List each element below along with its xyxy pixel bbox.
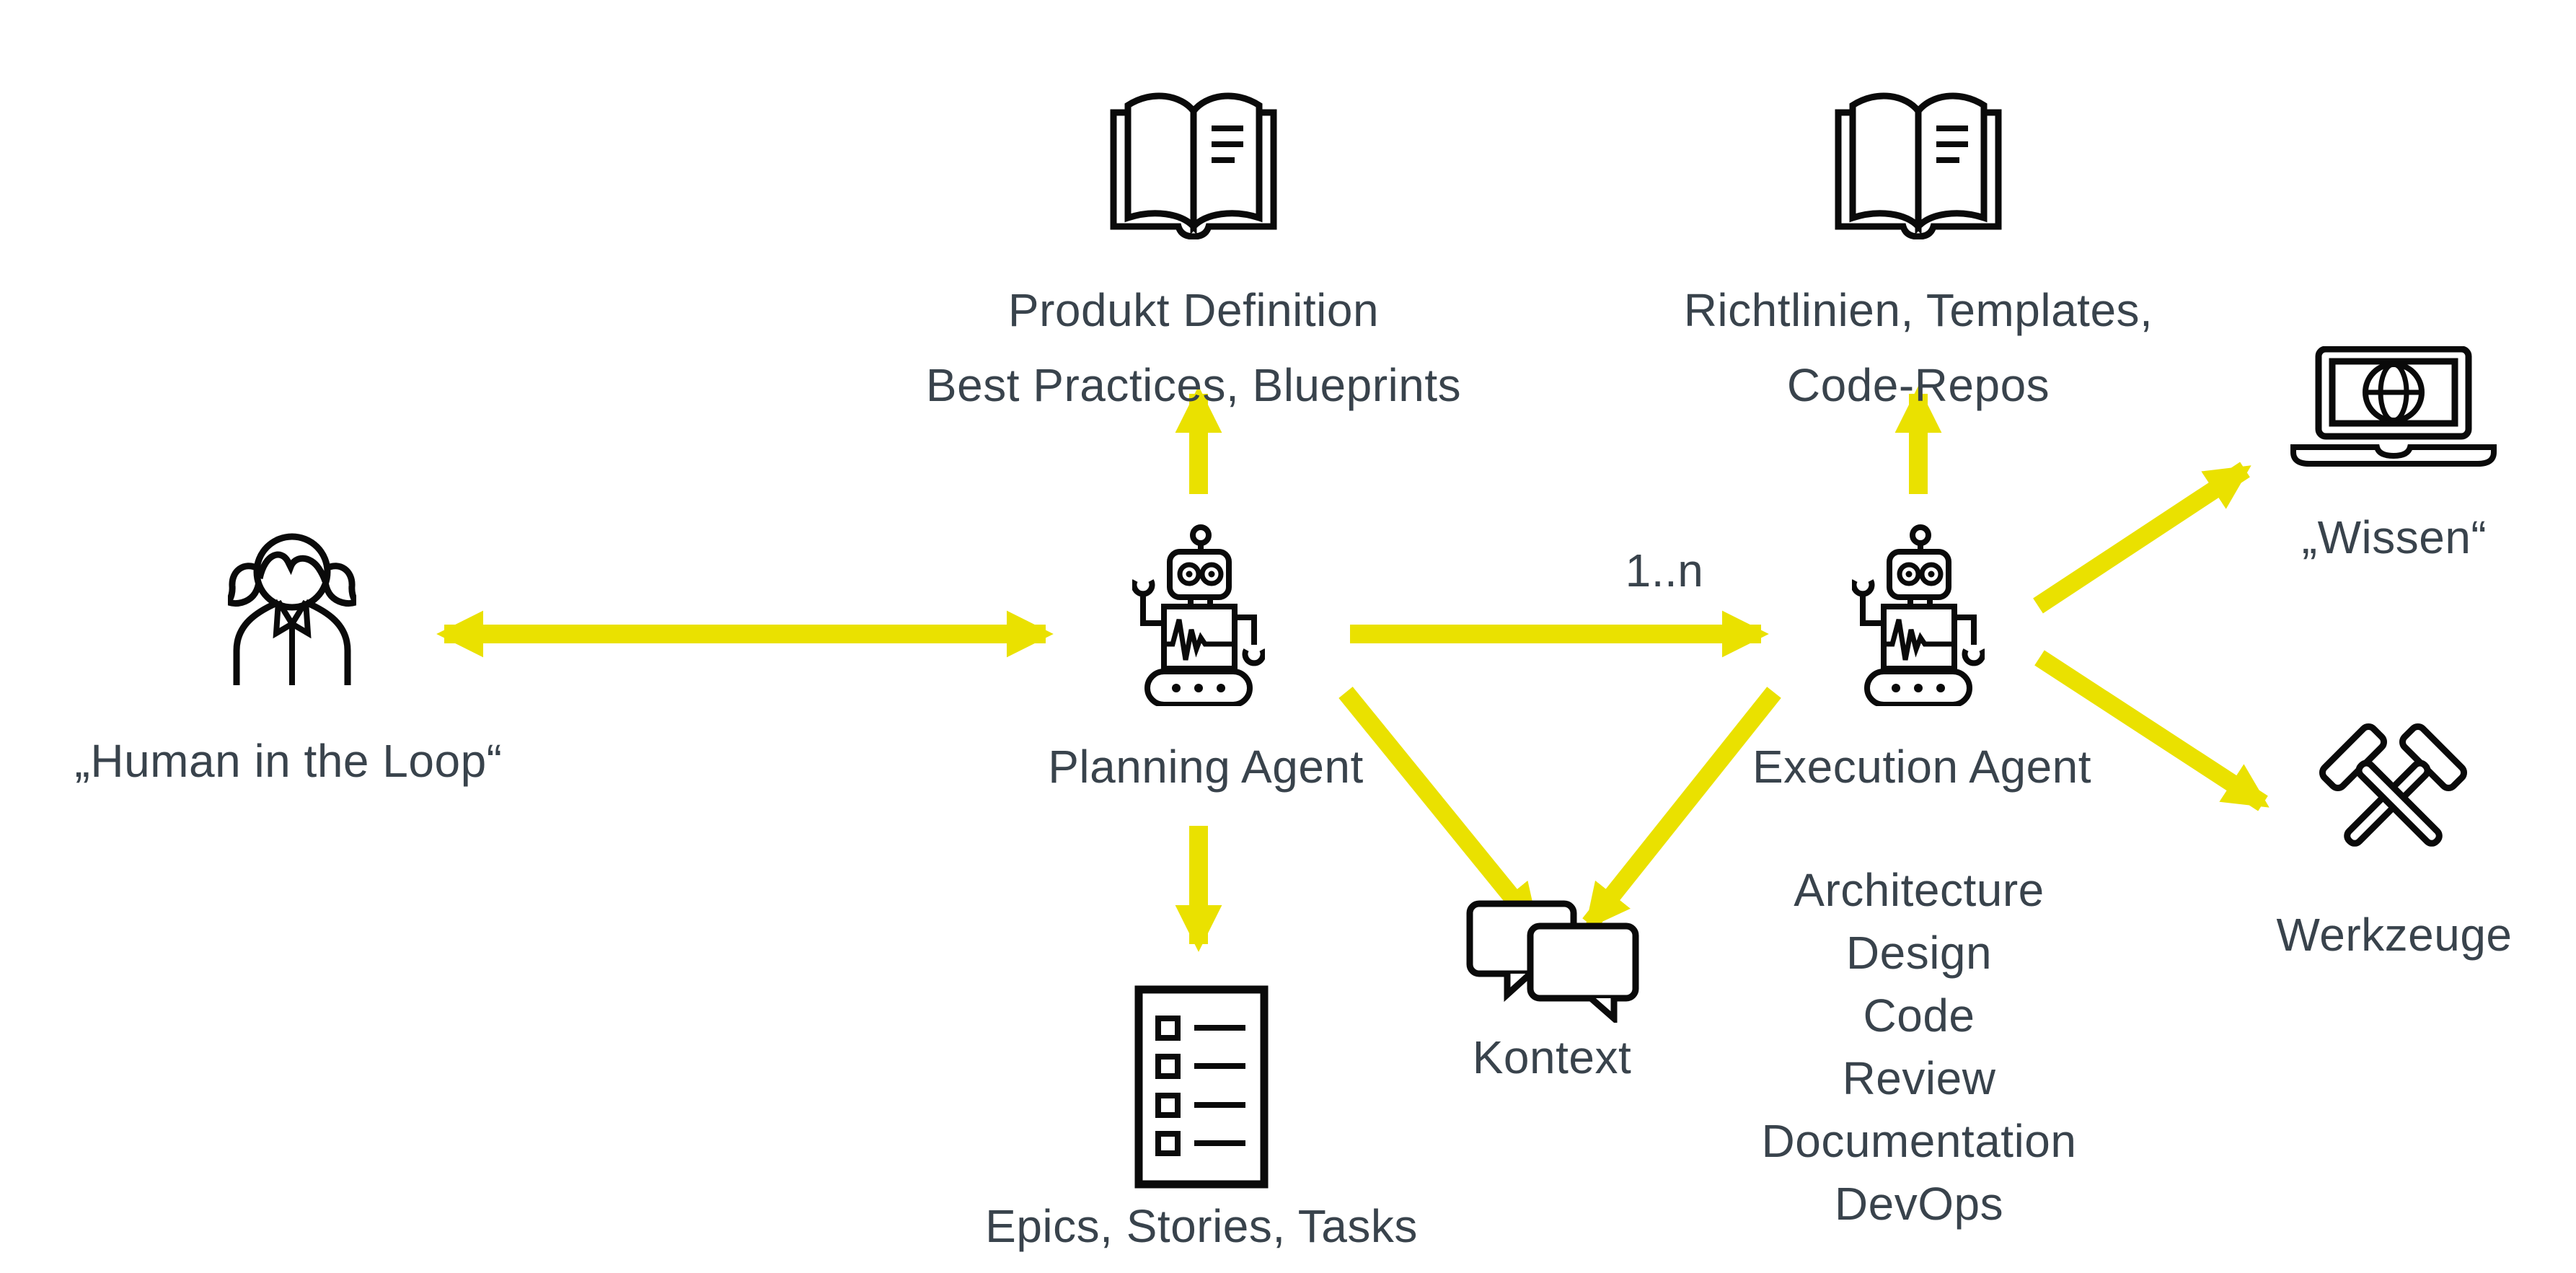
richtlinien-label: Richtlinien, Templates, Code-Repos (1683, 284, 2153, 411)
product-definition-label: Produkt Definition Best Practices, Bluep… (925, 284, 1462, 411)
arrow-planning-kontext (1338, 687, 1541, 930)
open-book-icon (1835, 92, 2002, 239)
planning-agent-label: Planning Agent (1048, 741, 1364, 793)
open-book-icon (1110, 92, 1277, 239)
multiplicity-label: 1..n (1625, 545, 1704, 596)
kontext-label: Kontext (1472, 1031, 1632, 1083)
arrow-execution-kontext (1582, 687, 1781, 930)
laptop-globe-icon (2290, 346, 2497, 467)
checklist-icon (1134, 985, 1269, 1189)
robot-icon (1132, 524, 1265, 706)
wissen-label: „Wissen“ (2301, 511, 2487, 563)
chat-bubbles-icon (1466, 900, 1639, 1023)
execution-task-list: Architecture Design Code Review Document… (1761, 864, 2077, 1230)
crossed-hammers-icon (2319, 723, 2468, 847)
werkzeuge-label: Werkzeuge (2276, 909, 2513, 961)
person-icon (228, 533, 356, 685)
arrow-execution-wissen (2033, 462, 2251, 614)
epics-label: Epics, Stories, Tasks (985, 1200, 1418, 1252)
execution-agent-label: Execution Agent (1752, 741, 2092, 793)
robot-icon (1852, 524, 1985, 706)
human-label: „Human in the Loop“ (74, 735, 503, 787)
arrow-execution-werkzeuge (2034, 650, 2270, 811)
